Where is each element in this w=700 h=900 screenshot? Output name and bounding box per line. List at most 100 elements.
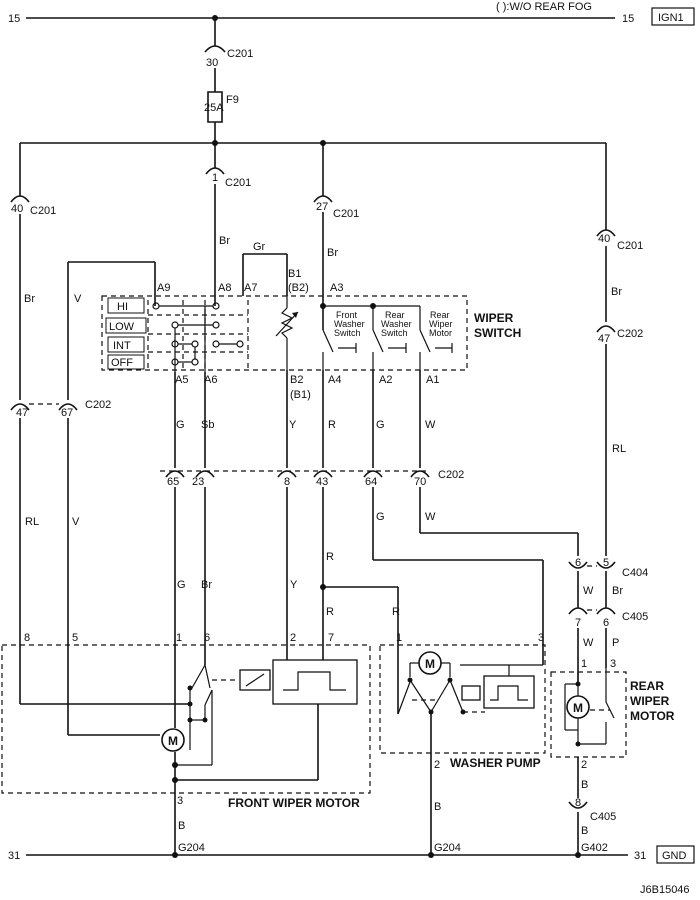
diagram-label: B (581, 825, 588, 837)
diagram-label: C405 (590, 811, 616, 823)
diagram-label: B1 (288, 268, 301, 280)
diagram-label: MOTOR (630, 709, 675, 723)
diagram-label: W (425, 511, 436, 523)
diagram-label: M (168, 734, 178, 748)
diagram-label: INT (113, 340, 131, 352)
diagram-label: W (425, 419, 436, 431)
switch-output-wires: G Sb Y R G W (174, 370, 436, 468)
diagram-label: R (392, 606, 400, 618)
diagram-label: Br (24, 293, 35, 305)
top-power-rail: 15 15 ( ):W/O REAR FOG IGN1 (8, 1, 695, 26)
diagram-label: R (328, 419, 336, 431)
distribution-bus (20, 140, 606, 146)
diagram-label: 70 (414, 476, 426, 488)
fuse-connector-pin: 30 (206, 57, 218, 69)
diagram-label: C404 (622, 567, 648, 579)
diagram-label: 2 (290, 632, 296, 644)
diagram-label: G (376, 419, 385, 431)
diagram-label: 2 (434, 759, 440, 771)
diagram-label: Motor (429, 328, 452, 338)
diagram-label: 65 (167, 476, 179, 488)
c404-c405: 6 5 C404 W Br 7 6 C405 W P (568, 557, 648, 686)
c202-upper: 47 67 C202 RL V (10, 399, 111, 645)
diagram-label: A4 (328, 374, 341, 386)
diagram-label: A1 (426, 374, 439, 386)
diagram-label: 6 (603, 617, 609, 629)
diagram-label: 1 (176, 632, 182, 644)
diagram-label: A5 (175, 374, 188, 386)
diagram-label: C201 (30, 205, 56, 217)
diagram-label: M (573, 701, 583, 715)
diagram-label: M (425, 657, 435, 671)
c202-mid: 65 23 8 43 64 70 C202 (160, 469, 464, 488)
switch-title: WIPER (474, 311, 514, 325)
header-note: ( ):W/O REAR FOG (496, 1, 592, 13)
diagram-label: LOW (109, 321, 135, 333)
diagram-label: 6 (204, 632, 210, 644)
diagram-label: Y (290, 579, 298, 591)
diagram-label: A9 (157, 282, 170, 294)
c201-pin-40-right: 40 C201 Br 47 C202 RL (596, 143, 643, 556)
diagram-label: 1 (396, 632, 402, 644)
diagram-label: G (176, 419, 185, 431)
diagram-label: Rear (430, 310, 450, 320)
diagram-label: Switch (381, 328, 408, 338)
diagram-label: G402 (581, 842, 608, 854)
diagram-label: B2 (290, 374, 303, 386)
rear-wiper-motor: REAR WIPER MOTOR 1 3 M 2 B 8 C405 B (550, 658, 675, 855)
diagram-label: C405 (622, 611, 648, 623)
diagram-label: G (177, 579, 186, 591)
diagram-label: G204 (178, 842, 205, 854)
diagram-label: C201 (333, 208, 359, 220)
diagram-label: HI (117, 301, 128, 313)
c201-pin-27: 27 C201 Br (313, 143, 359, 296)
diagram-label: 1 (212, 172, 218, 184)
front-motor-title: FRONT WIPER MOTOR (228, 796, 360, 810)
washer-pump: WASHER PUMP 1 3 M 2 B (379, 632, 546, 855)
diagram-label: SWITCH (474, 326, 521, 340)
diagram-label: 3 (610, 658, 616, 670)
diagram-label: 8 (575, 797, 581, 809)
front-wiper-motor: FRONT WIPER MOTOR 8 5 1 6 2 7 M (1, 632, 371, 855)
diagram-label: 67 (61, 407, 73, 419)
diagram-label: W (583, 637, 594, 649)
diagram-label: 64 (365, 476, 377, 488)
diagram-label: 6 (575, 557, 581, 569)
wiper-switch: WIPER SWITCH A9 A8 A7 B1 (B2) A3 HI LOW … (101, 241, 521, 401)
fuse-name: F9 (226, 94, 239, 106)
diagram-label: 5 (72, 632, 78, 644)
rail-top-left-number: 15 (8, 13, 20, 25)
diagram-label: V (72, 516, 80, 528)
ground-rail: 31 31 GND G204 G204 G402 J6B15046 (8, 842, 695, 896)
diagram-label: Switch (334, 328, 361, 338)
diagram-label: RL (25, 516, 39, 528)
diagram-label: V (74, 293, 82, 305)
diagram-label: 3 (177, 795, 183, 807)
diagram-label: GND (662, 850, 687, 862)
diagram-label: 7 (328, 632, 334, 644)
diagram-label: (B2) (288, 282, 309, 294)
diagram-code: J6B15046 (640, 884, 690, 896)
diagram-label: 3 (538, 632, 544, 644)
diagram-label: 43 (316, 476, 328, 488)
diagram-label: Br (612, 585, 623, 597)
diagram-label: Washer (381, 319, 412, 329)
diagram-label: 47 (16, 407, 28, 419)
diagram-label: 47 (598, 333, 610, 345)
diagram-label: 40 (598, 233, 610, 245)
diagram-label: A7 (244, 282, 257, 294)
diagram-label: Br (327, 247, 338, 259)
diagram-label: Br (219, 235, 230, 247)
fuse-f9-branch: C201 30 25A F9 (204, 18, 253, 143)
diagram-label: 1 (581, 658, 587, 670)
diagram-label: A6 (204, 374, 217, 386)
diagram-label: 5 (603, 557, 609, 569)
diagram-label: B (434, 801, 441, 813)
diagram-label: P (612, 637, 619, 649)
diagram-label: Y (289, 419, 297, 431)
diagram-label: Br (611, 286, 622, 298)
diagram-label: Br (201, 579, 212, 591)
diagram-label: W (583, 585, 594, 597)
diagram-label: B (178, 820, 185, 832)
